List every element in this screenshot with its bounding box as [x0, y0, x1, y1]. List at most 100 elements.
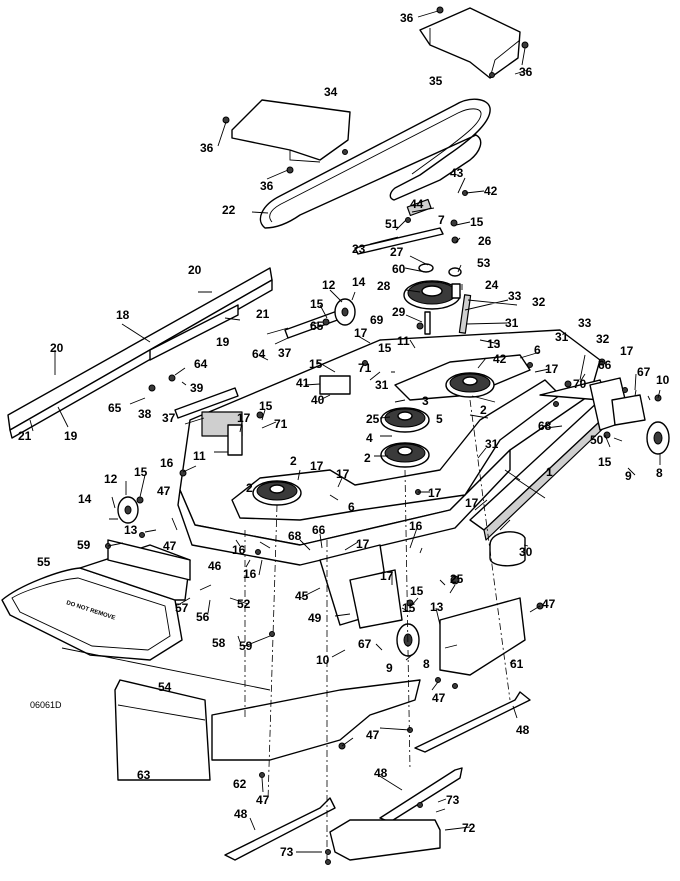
callout-9: 9	[625, 469, 632, 483]
fasteners	[105, 6, 662, 865]
callout-17: 17	[354, 326, 368, 340]
callout-15: 15	[309, 357, 323, 371]
callout-48: 48	[234, 807, 248, 821]
callout-19: 19	[216, 335, 230, 349]
callout-71: 71	[358, 361, 372, 375]
callout-59: 59	[239, 639, 253, 653]
callout-39: 39	[190, 381, 204, 395]
callout-67: 67	[358, 637, 372, 651]
callout-47: 47	[157, 484, 171, 498]
callout-13: 13	[430, 600, 444, 614]
callout-58: 58	[212, 636, 226, 650]
anti-scalp-rollers	[117, 298, 670, 657]
callout-15: 15	[310, 297, 324, 311]
callout-31: 31	[505, 316, 519, 330]
center-lines	[244, 399, 511, 860]
callout-26: 26	[478, 234, 492, 248]
callout-17: 17	[380, 569, 394, 583]
callout-17: 17	[620, 344, 634, 358]
callout-17: 17	[237, 411, 251, 425]
callout-41: 41	[296, 376, 310, 390]
callout-36: 36	[519, 65, 533, 79]
callout-70: 70	[573, 377, 587, 391]
callout-30: 30	[519, 545, 533, 559]
callout-47: 47	[542, 597, 556, 611]
callout-48: 48	[516, 723, 530, 737]
callout-55: 55	[37, 555, 51, 569]
callout-1: 1	[546, 465, 553, 479]
callout-56: 56	[196, 610, 210, 624]
discharge-chute: DO NOT REMOVE	[1, 539, 271, 691]
callout-37: 37	[278, 346, 292, 360]
callout-20: 20	[50, 341, 64, 355]
callout-33: 33	[578, 316, 592, 330]
callout-64: 64	[194, 357, 208, 371]
callout-13: 13	[124, 523, 138, 537]
callout-47: 47	[366, 728, 380, 742]
callout-12: 12	[322, 278, 336, 292]
callout-47: 47	[432, 691, 446, 705]
callout-36: 36	[260, 179, 274, 193]
callout-20: 20	[188, 263, 202, 277]
callout-15: 15	[259, 399, 273, 413]
callout-17: 17	[336, 467, 350, 481]
callout-35: 35	[429, 74, 443, 88]
callout-73: 73	[280, 845, 294, 859]
callout-2: 2	[290, 454, 297, 468]
callout-17: 17	[428, 486, 442, 500]
callout-73: 73	[446, 793, 460, 807]
drive-belt	[259, 98, 491, 229]
deck-skirts	[114, 597, 526, 781]
callout-16: 16	[160, 456, 174, 470]
callout-11: 11	[193, 449, 206, 463]
callout-54: 54	[158, 680, 172, 694]
callout-48: 48	[374, 766, 388, 780]
callout-10: 10	[656, 373, 670, 387]
callout-33: 33	[508, 289, 522, 303]
callout-49: 49	[308, 611, 322, 625]
callout-22: 22	[222, 203, 236, 217]
callout-23: 23	[352, 242, 366, 256]
callout-6: 6	[348, 500, 355, 514]
callout-47: 47	[163, 539, 177, 553]
callout-31: 31	[375, 378, 389, 392]
callout-17: 17	[356, 537, 370, 551]
callout-36: 36	[400, 11, 414, 25]
callout-24: 24	[485, 278, 499, 292]
callout-28: 28	[377, 279, 391, 293]
callout-15: 15	[402, 601, 416, 615]
callout-50: 50	[590, 433, 604, 447]
callout-12: 12	[104, 472, 118, 486]
callout-40: 40	[311, 393, 325, 407]
callout-numbers: 36 36 35 34 36 36 22 43 42 44 51 7 15 26…	[18, 11, 670, 859]
callout-65: 65	[310, 319, 324, 333]
callout-21: 21	[18, 429, 32, 443]
callout-31: 31	[555, 330, 569, 344]
callout-42: 42	[493, 352, 507, 366]
callout-43: 43	[450, 166, 464, 180]
callout-25: 25	[450, 572, 464, 586]
callout-66: 66	[312, 523, 326, 537]
callout-15: 15	[378, 341, 392, 355]
callout-72: 72	[462, 821, 476, 835]
callout-16: 16	[409, 519, 423, 533]
callout-15: 15	[134, 465, 148, 479]
callout-44: 44	[410, 197, 424, 211]
callout-15: 15	[470, 215, 484, 229]
callout-2: 2	[246, 481, 253, 495]
callout-42: 42	[484, 184, 498, 198]
callout-71: 71	[274, 417, 288, 431]
callout-67: 67	[637, 365, 651, 379]
callout-17: 17	[545, 362, 559, 376]
belt-cover-35	[419, 7, 521, 79]
spacer-72	[329, 819, 441, 861]
callout-69: 69	[370, 313, 384, 327]
callout-64: 64	[252, 347, 266, 361]
callout-34: 34	[324, 85, 338, 99]
callout-11: 11	[397, 334, 410, 348]
caster-brackets	[319, 377, 646, 629]
callout-9: 9	[386, 661, 393, 675]
callout-36: 36	[200, 141, 214, 155]
callout-46: 46	[208, 559, 222, 573]
callout-53: 53	[477, 256, 491, 270]
